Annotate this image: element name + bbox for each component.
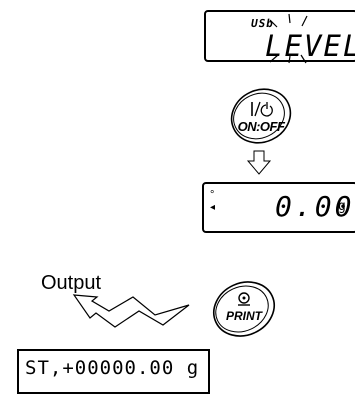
weight-value: 0.00	[275, 190, 355, 223]
print-icon	[238, 292, 250, 306]
level-display: USb LEVEL	[204, 10, 355, 64]
level-text: LEVEL	[265, 29, 355, 63]
key-outline	[230, 88, 292, 144]
output-record-text: ST,+00000.00 g	[25, 357, 200, 379]
weighing-display: ° ◂ 0.00 g	[202, 182, 355, 233]
key-outline	[213, 281, 275, 337]
power-icon	[251, 101, 273, 117]
on-off-label: ON:OFF	[237, 119, 285, 134]
output-label: Output	[41, 272, 102, 294]
blink-rays-icon	[269, 13, 308, 64]
down-arrow-icon	[246, 150, 272, 175]
weight-unit: g	[338, 199, 346, 214]
on-off-button[interactable]: ON:OFF	[229, 86, 293, 144]
print-label: PRINT	[226, 309, 262, 323]
output-record-box: ST,+00000.00 g	[17, 349, 210, 394]
lightning-arrow-icon	[72, 294, 190, 328]
stable-indicator: °	[210, 189, 215, 201]
arrow-indicator: ◂	[210, 202, 216, 213]
print-button[interactable]: PRINT	[211, 279, 277, 337]
